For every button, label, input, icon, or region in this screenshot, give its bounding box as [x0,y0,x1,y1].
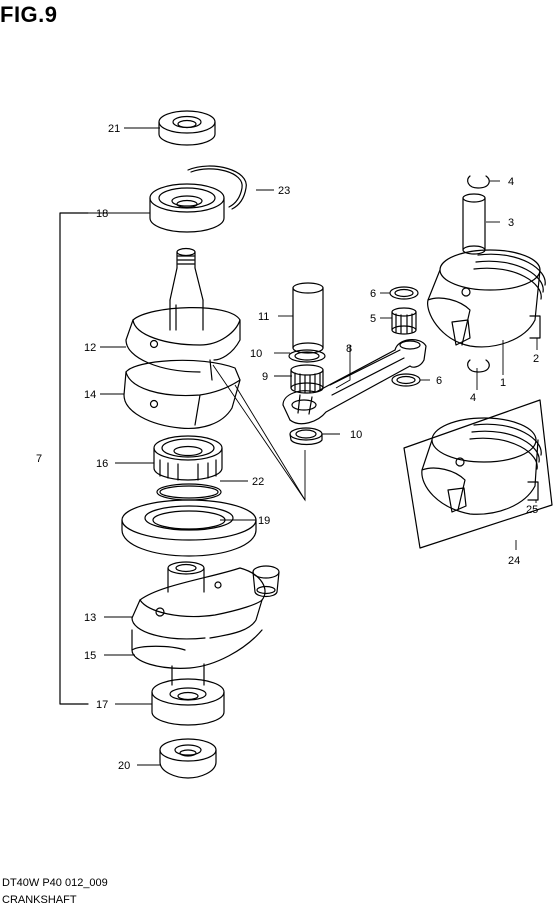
diagram-code: DT40W P40 012_009 [2,877,108,889]
snap-ring-22 [156,483,222,501]
seal-housing-19 [121,499,257,557]
leader-lines [88,127,538,766]
diagram-name: CRANKSHAFT [2,894,77,906]
lower-bearing-17 [151,678,225,726]
callout-1: 1 [500,377,506,389]
callout-18: 18 [96,208,108,220]
callout-23: 23 [278,185,290,197]
assembly-bracket-7 [59,212,89,705]
thrust-washer-10-upper [288,349,326,363]
callout-6-lower: 6 [436,375,442,387]
callout-19: 19 [258,515,270,527]
callout-22: 22 [252,476,264,488]
oil-seal-20 [159,738,217,779]
figure-title: FIG.9 [0,2,58,27]
callout-8: 8 [346,343,352,355]
callout-13: 13 [84,612,96,624]
piston-1 [427,249,546,348]
callout-10-lower: 10 [350,429,362,441]
upper-bearing-18 [149,183,225,233]
callout-2: 2 [533,353,539,365]
callout-labels: 21 18 23 12 14 7 16 22 19 13 15 17 20 11… [36,123,539,772]
callout-10-upper: 10 [250,348,262,360]
piston-pin-3 [462,193,486,255]
callout-20: 20 [118,760,130,772]
center-bearing-16 [153,435,223,481]
upper-crank-half [123,247,241,430]
connecting-rod-8 [282,339,427,425]
callout-15: 15 [84,650,96,662]
callout-12: 12 [84,342,96,354]
callout-4-lower: 4 [470,392,476,404]
callout-14: 14 [84,389,96,401]
callout-9: 9 [262,371,268,383]
circlip-4-lower [467,359,490,373]
circlip-4-upper [467,175,490,189]
callout-17: 17 [96,699,108,711]
callout-6-upper: 6 [370,288,376,300]
thrust-washer-10-lower [289,427,323,446]
callout-25: 25 [526,504,538,516]
oil-seal-21 [158,110,216,146]
callout-5: 5 [370,313,376,325]
crankpin-11 [292,282,324,354]
needle-bearing-9 [290,364,324,394]
lower-crank-half [131,561,280,686]
callout-21: 21 [108,123,120,135]
washer-6-upper [389,286,419,300]
small-end-bearing-5 [391,307,417,335]
callout-24: 24 [508,555,520,567]
snap-ring-23 [187,165,247,210]
piston-set-24 [403,399,553,549]
callout-7: 7 [36,453,42,465]
washer-6-lower [391,373,421,387]
callout-3: 3 [508,217,514,229]
callout-4-upper: 4 [508,176,514,188]
callout-16: 16 [96,458,108,470]
callout-11: 11 [258,311,269,323]
